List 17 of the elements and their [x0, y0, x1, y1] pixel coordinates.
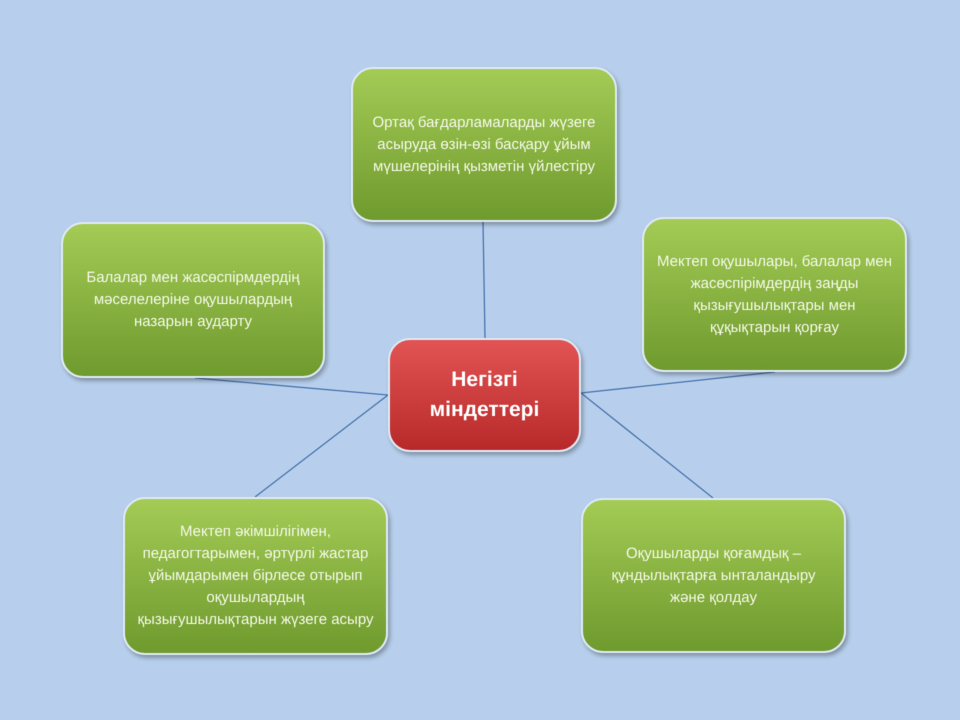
- central-topic-box: [388, 338, 581, 452]
- task-box: [123, 497, 388, 655]
- connector-line: [254, 394, 388, 498]
- task-box: [351, 67, 617, 222]
- task-box: [61, 222, 325, 378]
- task-box: [581, 498, 846, 653]
- task-text: Мектеп оқушылары, балалар мен жасөспірімдердің заңды қызығушылықтары мен құқықтарын қорғау: [656, 252, 893, 338]
- task-text: Мектеп әкімшілігімен, педагогтарымен, әртүрлі жастар ұйымдарымен бірлесе отырып оқушылардың қызығушылықтарын жүзеге асыру: [137, 522, 374, 630]
- connector-line: [482, 222, 486, 338]
- task-text: Оқушыларды қоғамдық – құндылықтарға ынталандыру және қолдау: [610, 544, 817, 608]
- connector-line: [194, 377, 388, 396]
- task-text: Балалар мен жасөспірмдердің мәселелеріне оқушылардың назарын аударту: [85, 268, 301, 332]
- connector-line: [580, 392, 714, 498]
- task-box: [642, 217, 907, 372]
- connector-line: [580, 371, 776, 394]
- task-text: Ортақ бағдарламаларды жүзеге асыруда өзін-өзі басқару ұйым мүшелерінің қызметін үйлестіру: [371, 112, 597, 176]
- central-title: Негізгі міндеттері: [428, 367, 540, 423]
